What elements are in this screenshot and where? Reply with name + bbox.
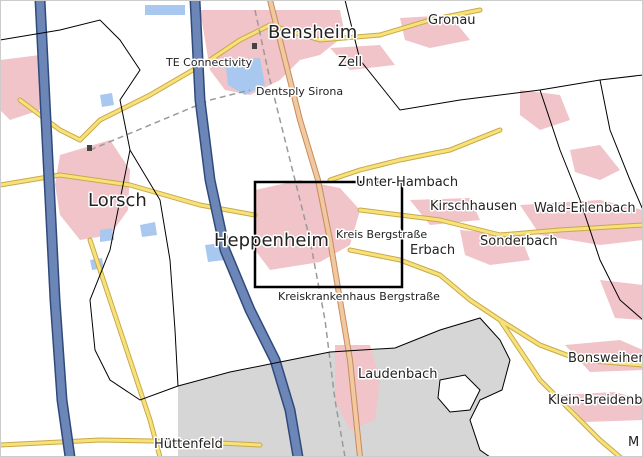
minor-roads bbox=[0, 7, 643, 457]
water-areas bbox=[90, 5, 265, 270]
station-icon bbox=[87, 43, 257, 151]
motorways bbox=[34, 0, 304, 457]
road-erbach-bonsweiher bbox=[348, 248, 643, 367]
urban-klein-breidenbach bbox=[560, 392, 643, 422]
label-kirschhausen: Kirschhausen bbox=[430, 199, 517, 214]
label-te-connectivity: TE Connectivity bbox=[165, 56, 253, 69]
railway-line bbox=[254, 9, 346, 457]
label-kreiskrankenhaus: Kreiskrankenhaus Bergstraße bbox=[278, 290, 440, 303]
motorway-a67 bbox=[36, 0, 74, 457]
urban-wald-erlenbach bbox=[520, 200, 643, 245]
road-lorsch-bensheim bbox=[78, 23, 272, 142]
urban-east-top bbox=[520, 90, 570, 130]
label-heppenheim: Heppenheim bbox=[214, 230, 329, 251]
road-gronau bbox=[268, 8, 482, 42]
boundary-inner bbox=[129, 149, 179, 387]
road-b3 bbox=[268, 0, 362, 457]
main-roads bbox=[267, 0, 363, 457]
label-m-edge: M bbox=[628, 435, 639, 450]
boundary-state bbox=[177, 317, 511, 457]
label-dentsply: Dentsply Sirona bbox=[256, 85, 343, 98]
label-bensheim: Bensheim bbox=[268, 22, 357, 43]
boundary-east-2 bbox=[599, 79, 643, 211]
road-kirschhausen bbox=[358, 208, 643, 237]
pond-north bbox=[100, 93, 114, 107]
road-west bbox=[18, 98, 82, 142]
label-sonderbach: Sonderbach bbox=[480, 234, 558, 249]
label-lorsch: Lorsch bbox=[88, 190, 147, 211]
urban-west bbox=[0, 55, 50, 120]
label-klein-breidenbach: Klein-Breidenb bbox=[548, 393, 643, 408]
enclave-laudenbach bbox=[437, 374, 481, 413]
label-unter-hambach: Unter-Hambach bbox=[356, 175, 458, 190]
urban-laudenbach bbox=[335, 345, 380, 430]
pond-west-2 bbox=[140, 222, 157, 237]
road-unter-hambach bbox=[328, 128, 502, 182]
urban-lorsch bbox=[55, 140, 130, 240]
urban-zell bbox=[330, 45, 395, 70]
place-labels: Bensheim Gronau Zell TE Connectivity Den… bbox=[87, 12, 643, 454]
urban-east-mid bbox=[570, 145, 620, 180]
boundary-east-1 bbox=[539, 89, 643, 321]
label-laudenbach: Laudenbach bbox=[358, 367, 438, 382]
motorway-a5 bbox=[191, 0, 302, 457]
water-bensheim-north bbox=[145, 5, 185, 15]
label-wald-erlenbach: Wald-Erlenbach bbox=[534, 201, 636, 216]
lake-bensheim bbox=[225, 58, 265, 95]
label-gronau: Gronau bbox=[428, 13, 476, 28]
road-bottom bbox=[0, 438, 262, 447]
railway-west bbox=[89, 89, 251, 151]
road-south-huettenfeld bbox=[88, 238, 162, 457]
label-huettenfeld: Hüttenfeld bbox=[154, 437, 223, 452]
highlight-box[interactable] bbox=[253, 180, 404, 289]
label-kreis-bergstrasse: Kreis Bergstraße bbox=[336, 228, 427, 241]
urban-sonderbach bbox=[460, 230, 530, 265]
road-klein-breidenbach bbox=[498, 318, 622, 457]
label-erbach: Erbach bbox=[410, 243, 455, 258]
label-bonsweiher: Bonsweiher bbox=[568, 351, 643, 366]
pond-west-3 bbox=[100, 228, 114, 242]
label-zell: Zell bbox=[338, 55, 362, 70]
